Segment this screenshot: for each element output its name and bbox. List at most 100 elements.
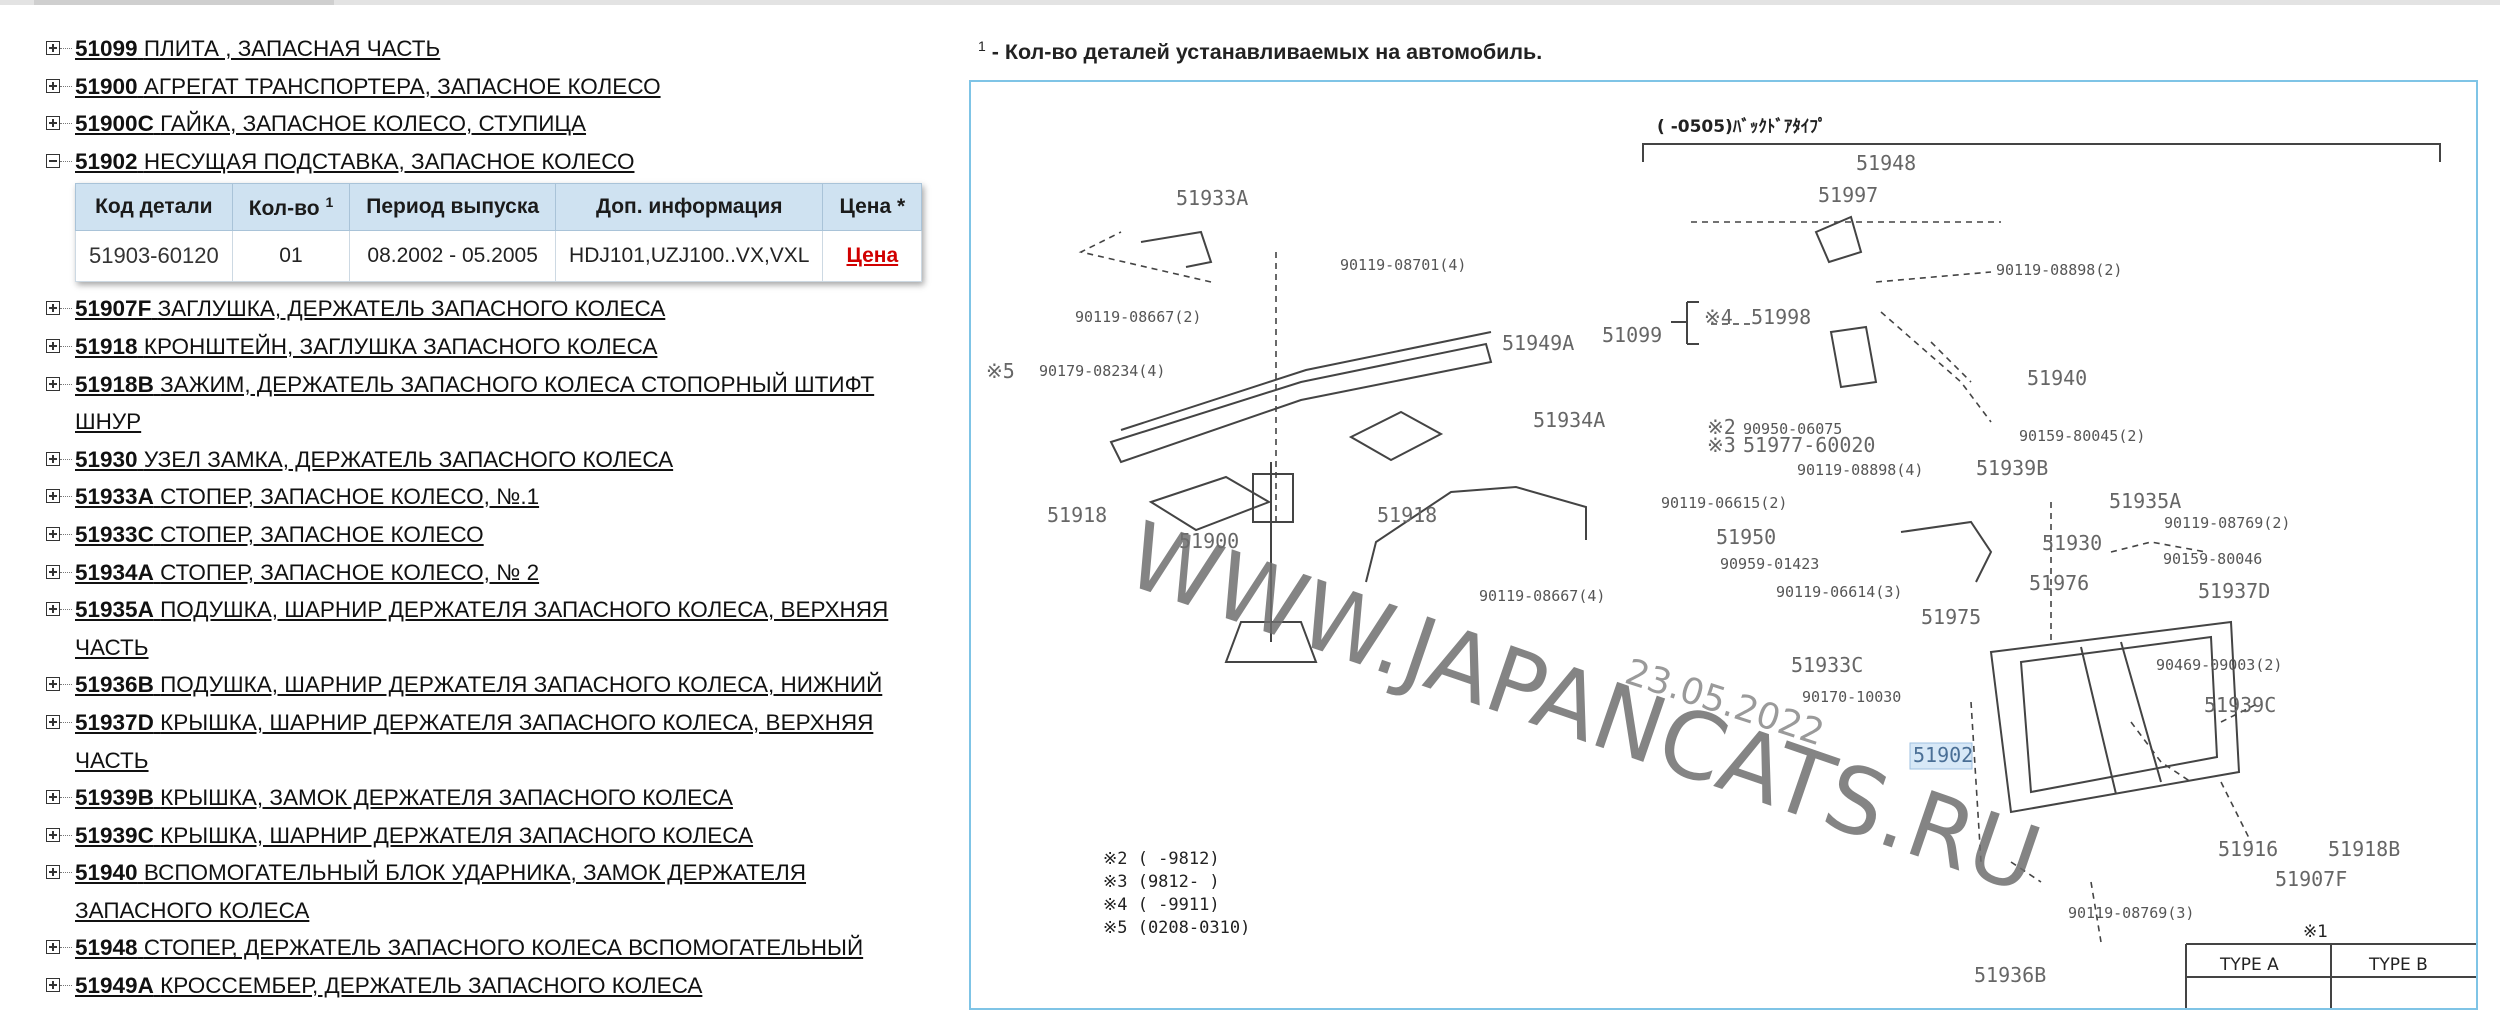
parts-group-link[interactable]: 51940 ВСПОМОГАТЕЛЬНЫЙ БЛОК УДАРНИКА, ЗАМ… [75,860,806,885]
expand-toggle-icon[interactable] [46,677,60,692]
diagram-part-label[interactable]: 51977-60020 [1743,433,1875,457]
expand-toggle-icon[interactable] [46,564,60,579]
diagram-part-label[interactable]: 90159-80046 [2163,550,2262,568]
diagram-part-label[interactable]: 51918B [2328,837,2400,861]
diagram-part-label[interactable]: 90179-08234(4) [1039,362,1165,380]
diagram-part-label[interactable]: 90469-09003(2) [2156,656,2282,674]
parts-group-link[interactable]: 51948 СТОПЕР, ДЕРЖАТЕЛЬ ЗАПАСНОГО КОЛЕСА… [75,935,863,960]
diagram-part-label[interactable]: ※3 [1707,433,1736,457]
diagram-part-label[interactable]: 51900 [1179,529,1239,553]
diagram-part-label[interactable]: 51939B [1976,456,2048,480]
parts-group-link-continued[interactable]: ЧАСТЬ [75,634,149,660]
diagram-part-label[interactable]: 51997 [1818,183,1878,207]
diagram-part-label[interactable]: 51934A [1533,408,1605,432]
diagram-part-label[interactable]: 51907F [2275,867,2347,891]
diagram-part-label[interactable]: 51949A [1502,331,1574,355]
diagram-part-label[interactable]: 51948 [1856,151,1916,175]
diagram-part-label[interactable]: 51918 [1047,503,1107,527]
diagram-part-label[interactable]: 51975 [1921,605,1981,629]
expand-toggle-icon[interactable] [46,451,60,466]
diagram-bracket [1642,143,2441,162]
parts-group-link[interactable]: 51935A ПОДУШКА, ШАРНИР ДЕРЖАТЕЛЯ ЗАПАСНО… [75,597,888,622]
diagram-part-label[interactable]: 90119-08898(2) [1996,261,2122,279]
diagram-part-label[interactable]: ※4 [1704,305,1733,329]
parts-group-link[interactable]: 51949A КРОССЕМБЕР, ДЕРЖАТЕЛЬ ЗАПАСНОГО К… [75,973,702,998]
parts-group-link[interactable]: 51900 АГРЕГАТ ТРАНСПОРТЕРА, ЗАПАСНОЕ КОЛ… [75,74,661,99]
expand-toggle-icon[interactable] [46,790,60,805]
part-group-code: 51902 [75,148,138,174]
expand-toggle-icon[interactable] [46,978,60,993]
expand-toggle-icon[interactable] [46,116,60,131]
cell-price: Цена [822,230,923,283]
parts-group-link-continued[interactable]: ЧАСТЬ [75,747,149,773]
parts-group-link[interactable]: 51907F ЗАГЛУШКА, ДЕРЖАТЕЛЬ ЗАПАСНОГО КОЛ… [75,296,665,321]
expand-toggle-icon[interactable] [46,940,60,955]
expand-toggle-icon[interactable] [46,41,60,55]
diagram-part-label[interactable]: 51099 [1602,323,1662,347]
diagram-part-label[interactable]: 51902 [1913,743,1973,767]
diagram-part-label[interactable]: 51936B [1974,963,2046,987]
expand-toggle-icon[interactable] [46,602,60,617]
diagram-part-label[interactable]: ※5 [986,359,1015,383]
diagram-part-label[interactable]: 90119-08667(2) [1075,308,1201,326]
diagram-part-label[interactable]: ※2 [1707,415,1736,439]
diagram-part-label[interactable]: 90119-08667(4) [1479,587,1605,605]
diagram-part-label[interactable]: 90159-80045(2) [2019,427,2145,445]
diagram-part-label[interactable]: 51937D [2198,579,2270,603]
part-group-name: ЗАЖИМ, ДЕРЖАТЕЛЬ ЗАПАСНОГО КОЛЕСА СТОПОР… [160,371,875,397]
expand-toggle-icon[interactable] [46,526,60,541]
parts-group-link[interactable]: 51936B ПОДУШКА, ШАРНИР ДЕРЖАТЕЛЯ ЗАПАСНО… [75,672,882,697]
parts-group-link[interactable]: 51934A СТОПЕР, ЗАПАСНОЕ КОЛЕСО, № 2 [75,560,539,585]
diagram-part-label[interactable]: 90170-10030 [1802,688,1901,706]
expand-toggle-icon[interactable] [46,865,60,880]
parts-group-link[interactable]: 51918B ЗАЖИМ, ДЕРЖАТЕЛЬ ЗАПАСНОГО КОЛЕСА… [75,372,874,397]
parts-group-link[interactable]: 51939B КРЫШКА, ЗАМОК ДЕРЖАТЕЛЯ ЗАПАСНОГО… [75,785,733,810]
parts-group-link[interactable]: 51933C СТОПЕР, ЗАПАСНОЕ КОЛЕСО [75,522,484,547]
expand-toggle-icon[interactable] [46,376,60,391]
diagram-part-label[interactable]: 90119-08701(4) [1340,256,1466,274]
diagram-part-label[interactable]: 51940 [2027,366,2087,390]
diagram-part-label[interactable]: 51935A [2109,489,2181,513]
expand-toggle-icon[interactable] [46,827,60,842]
price-link[interactable]: Цена [846,244,899,268]
expand-toggle-icon[interactable] [46,78,60,93]
diagram-part-label[interactable]: 51933C [1791,653,1863,677]
expand-toggle-icon[interactable] [46,338,60,353]
diagram-part-label[interactable]: 51916 [2218,837,2278,861]
diagram-part-label[interactable]: 90119-08769(2) [2164,514,2290,532]
diagram-part-label[interactable]: 90119-06614(3) [1776,583,1902,601]
parts-group-link[interactable]: 51930 УЗЕЛ ЗАМКА, ДЕРЖАТЕЛЬ ЗАПАСНОГО КО… [75,447,673,472]
diagram-part-label[interactable]: 51918 [1377,503,1437,527]
diagram-part-label[interactable]: 90119-06615(2) [1661,494,1787,512]
tree-connector [60,533,72,535]
parts-group-link[interactable]: 51900C ГАЙКА, ЗАПАСНОЕ КОЛЕСО, СТУПИЦА [75,111,586,136]
diagram-part-label[interactable]: 51933A [1176,186,1248,210]
diagram-part-label[interactable]: 51950 [1716,525,1776,549]
diagram-part-label[interactable]: 90950-06075 [1743,420,1842,438]
part-group-name: СТОПЕР, ЗАПАСНОЕ КОЛЕСО [160,521,484,547]
parts-group-link[interactable]: 51918 КРОНШТЕЙН, ЗАГЛУШКА ЗАПАСНОГО КОЛЕ… [75,334,657,359]
parts-group-link[interactable]: 51933A СТОПЕР, ЗАПАСНОЕ КОЛЕСО, №.1 [75,484,539,509]
parts-group-link[interactable]: 51099 ПЛИТА , ЗАПАСНАЯ ЧАСТЬ [75,36,440,61]
part-group-code: 51948 [75,935,138,961]
parts-group-link-continued[interactable]: ЗАПАСНОГО КОЛЕСА [75,897,310,923]
parts-group-link[interactable]: 51939C КРЫШКА, ШАРНИР ДЕРЖАТЕЛЯ ЗАПАСНОГ… [75,823,753,848]
diagram-part-label[interactable]: 51998 [1751,305,1811,329]
quantity-footnote: 1- Кол-во деталей устанавливаемых на авт… [978,38,1542,65]
parts-group-link-continued[interactable]: ШНУР [75,409,142,435]
expand-toggle-icon[interactable] [46,489,60,504]
expand-toggle-icon[interactable] [46,301,60,316]
collapse-toggle-icon[interactable] [46,153,60,168]
diagram-part-label[interactable]: 90119-08769(3) [2068,904,2194,922]
diagram-part-label[interactable]: 90959-01423 [1720,555,1819,573]
parts-group-link[interactable]: 51902 НЕСУЩАЯ ПОДСТАВКА, ЗАПАСНОЕ КОЛЕСО [75,149,634,174]
diagram-part-label[interactable]: 51976 [2029,571,2089,595]
diagram-part-label[interactable]: 90119-08898(4) [1797,461,1923,479]
diagram-part-label[interactable]: 51930 [2042,531,2102,555]
active-tab-strip[interactable] [34,0,334,5]
expand-toggle-icon[interactable] [46,714,60,729]
parts-group-item: 51918B ЗАЖИМ, ДЕРЖАТЕЛЬ ЗАПАСНОГО КОЛЕСА… [44,366,944,441]
parts-group-link[interactable]: 51937D КРЫШКА, ШАРНИР ДЕРЖАТЕЛЯ ЗАПАСНОГ… [75,710,873,735]
diagram-part-label[interactable]: 51939C [2204,693,2276,717]
